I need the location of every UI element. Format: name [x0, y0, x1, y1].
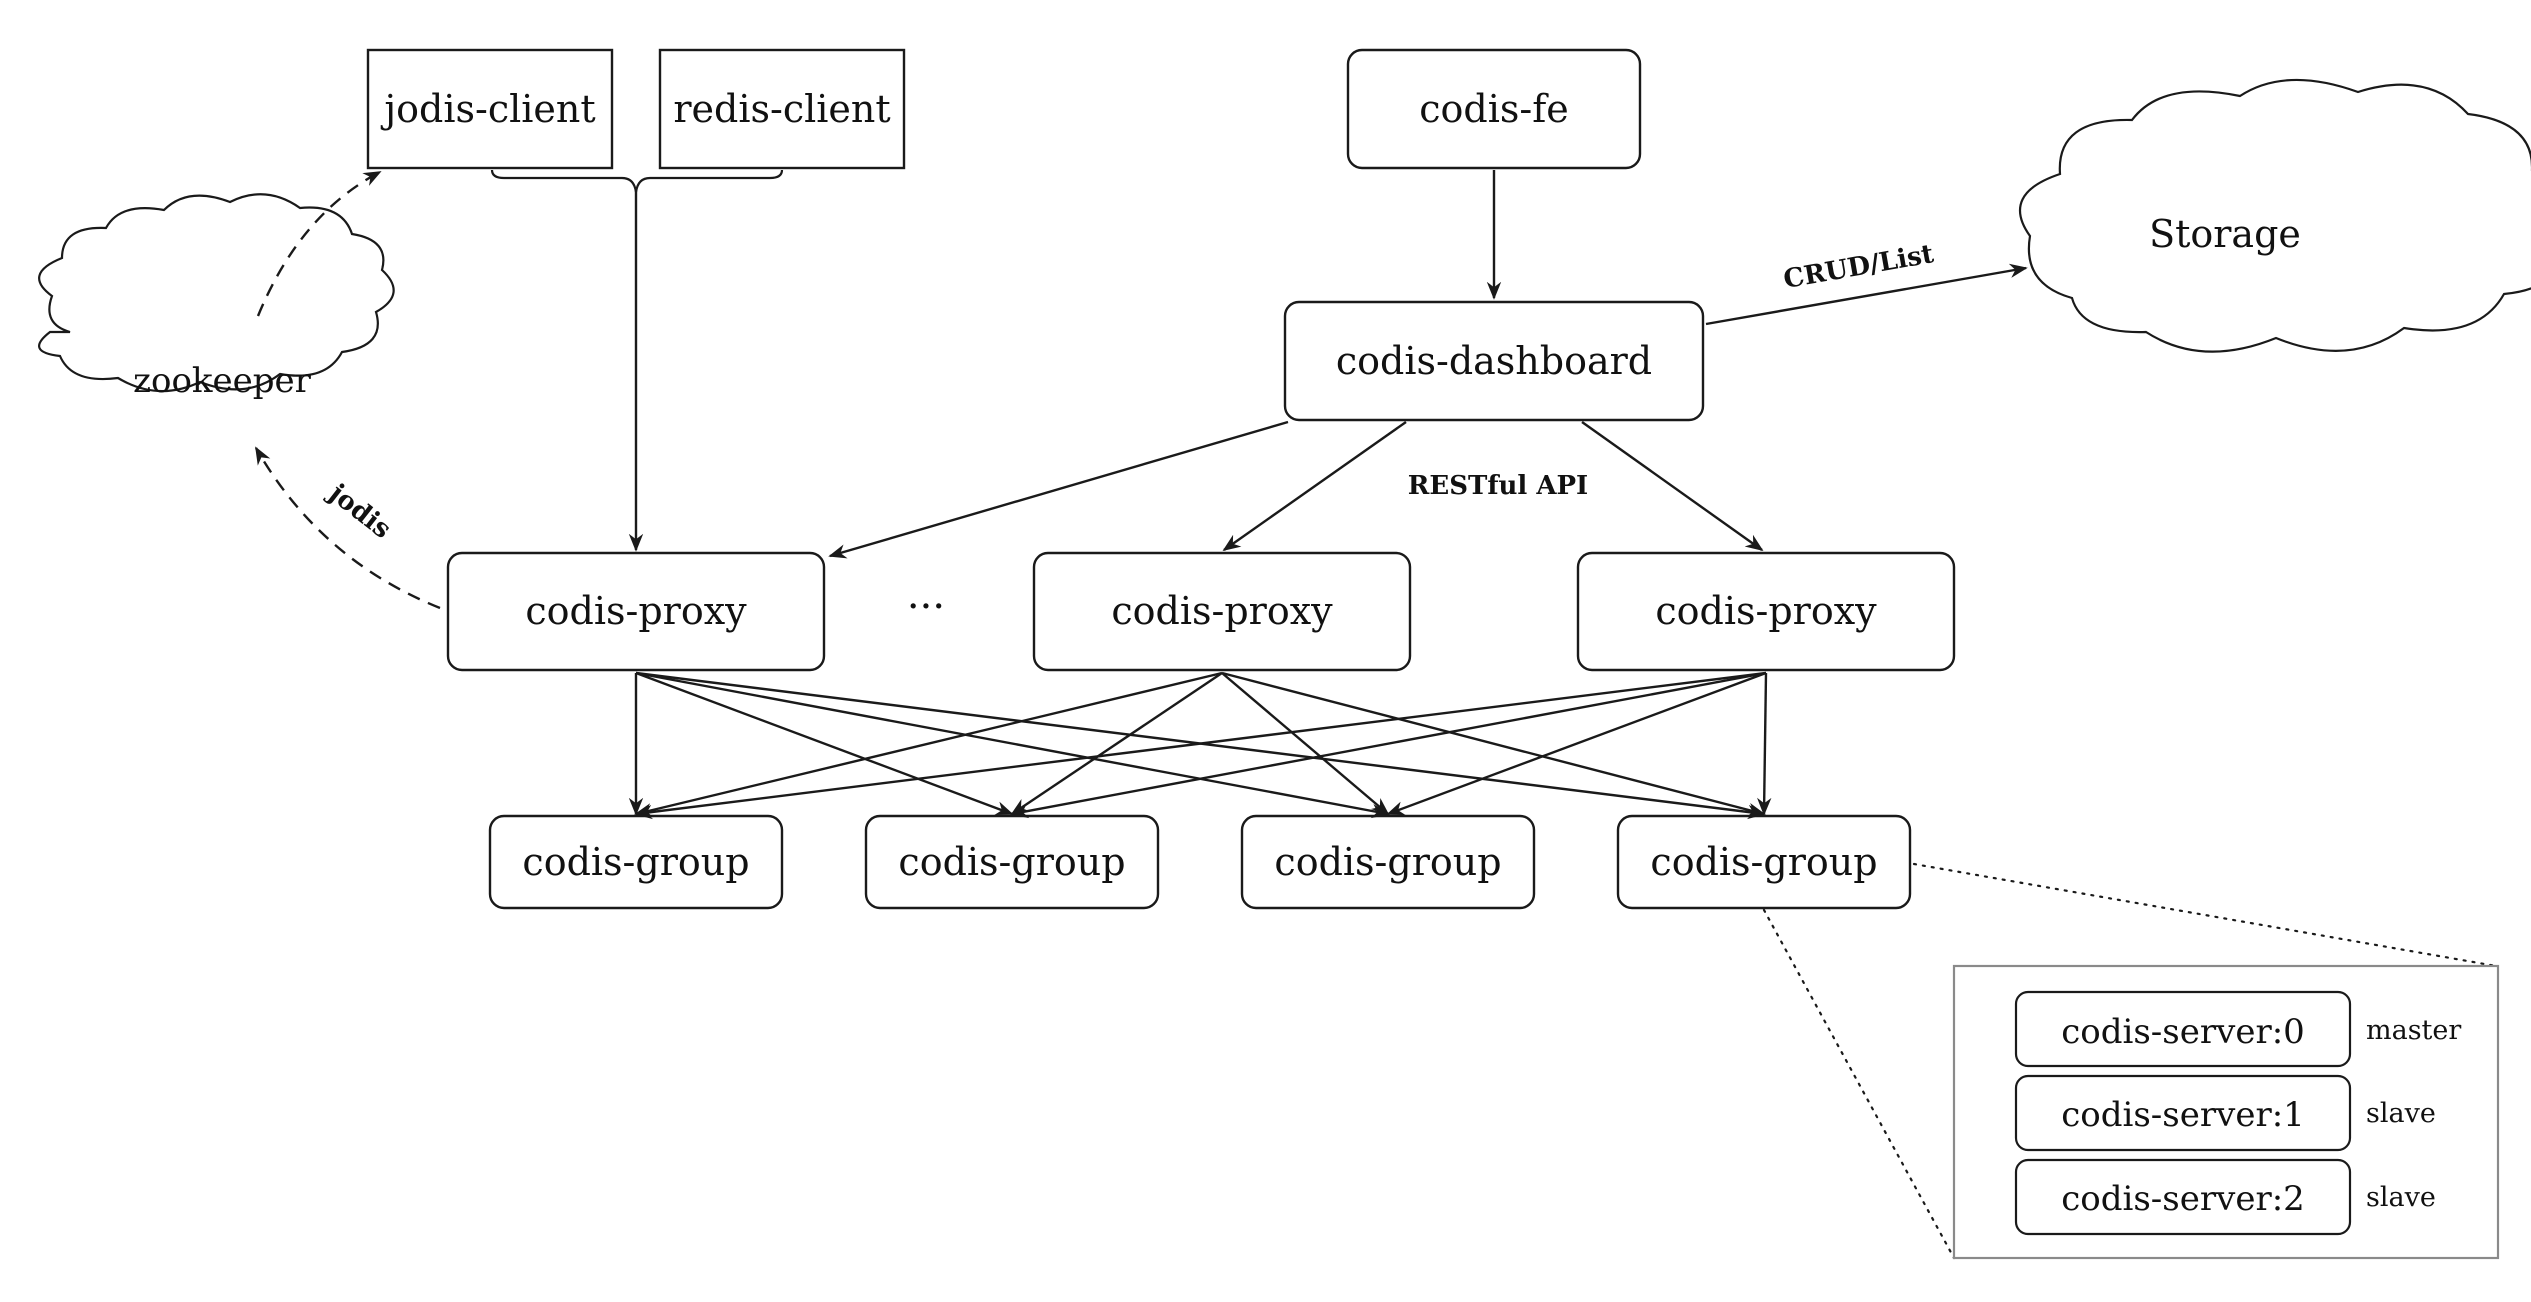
restful-api-label: RESTful API: [1408, 471, 1588, 501]
codis-server-0-role: master: [2366, 1015, 2461, 1046]
zookeeper-label: zookeeper: [133, 361, 312, 401]
codis-group-label-2: codis-group: [898, 840, 1125, 884]
codis-proxy-node-2: codis-proxy: [1032, 551, 1412, 672]
jodis-client-node: jodis-client: [366, 48, 614, 170]
edge-proxy1-group3: [635, 671, 1390, 819]
codis-server-1-role: slave: [2366, 1098, 2436, 1129]
zookeeper-cloud: zookeeper: [38, 193, 395, 401]
edge-dashboard-proxy3: [1581, 421, 1764, 552]
edge-dashboard-storage: [1705, 263, 2028, 326]
codis-fe-label: codis-fe: [1419, 87, 1569, 131]
codis-group-node-1: codis-group: [488, 814, 784, 910]
codis-proxy-node-3: codis-proxy: [1576, 551, 1956, 672]
redis-client-node: redis-client: [658, 48, 906, 170]
jodis-client-label: jodis-client: [380, 87, 595, 131]
edge-proxy3-group1: [634, 671, 1767, 820]
proxy-ellipsis: ···: [907, 584, 945, 630]
codis-group-node-3: codis-group: [1240, 814, 1536, 910]
group-detail-panel: codis-server:0 master codis-server:1 sla…: [1952, 964, 2500, 1260]
edge-proxy1-zookeeper: [254, 446, 441, 610]
codis-server-0-label: codis-server:0: [2061, 1012, 2305, 1052]
edge-proxy1-group2: [635, 671, 1014, 816]
codis-group-label-4: codis-group: [1650, 840, 1877, 884]
codis-dashboard-node: codis-dashboard: [1283, 300, 1705, 422]
edge-proxy3-group2: [1010, 671, 1767, 819]
codis-proxy-node-1: codis-proxy: [446, 551, 826, 672]
edge-proxy2-group4: [1221, 671, 1766, 817]
storage-cloud: Storage: [2019, 78, 2531, 353]
edge-proxy3-group3: [1386, 671, 1767, 816]
zoom-line-bottom: [1762, 908, 1956, 1260]
codis-server-2-label: codis-server:2: [2061, 1179, 2305, 1219]
codis-proxy-label-3: codis-proxy: [1655, 589, 1877, 633]
codis-server-2-role: slave: [2366, 1182, 2436, 1213]
edge-proxy2-group3: [1221, 672, 1390, 816]
codis-server-0: codis-server:0 master: [2014, 990, 2461, 1068]
edge-proxy2-group2: [1010, 672, 1223, 816]
redis-client-label: redis-client: [673, 87, 890, 131]
codis-server-1: codis-server:1 slave: [2014, 1074, 2436, 1152]
edge-proxy2-group1: [634, 671, 1223, 818]
codis-server-1-label: codis-server:1: [2061, 1095, 2305, 1135]
codis-group-node-4: codis-group: [1616, 814, 1912, 910]
edge-dashboard-proxy1: [828, 420, 1289, 559]
zoom-line-top: [1912, 862, 2498, 968]
edge-zookeeper-jodis-client: [256, 170, 382, 317]
edges: [254, 170, 2028, 820]
storage-label: Storage: [2149, 212, 2301, 256]
edge-dashboard-proxy2: [1222, 421, 1407, 552]
jodis-label: jodis: [322, 477, 397, 545]
codis-group-node-2: codis-group: [864, 814, 1160, 910]
codis-fe-node: codis-fe: [1346, 48, 1642, 170]
codis-group-label-3: codis-group: [1274, 840, 1501, 884]
codis-dashboard-label: codis-dashboard: [1336, 339, 1652, 383]
codis-group-label-1: codis-group: [522, 840, 749, 884]
codis-proxy-label-1: codis-proxy: [525, 589, 747, 633]
codis-server-2: codis-server:2 slave: [2014, 1158, 2436, 1236]
codis-proxy-label-2: codis-proxy: [1111, 589, 1333, 633]
edge-proxy3-group4: [1757, 672, 1772, 816]
